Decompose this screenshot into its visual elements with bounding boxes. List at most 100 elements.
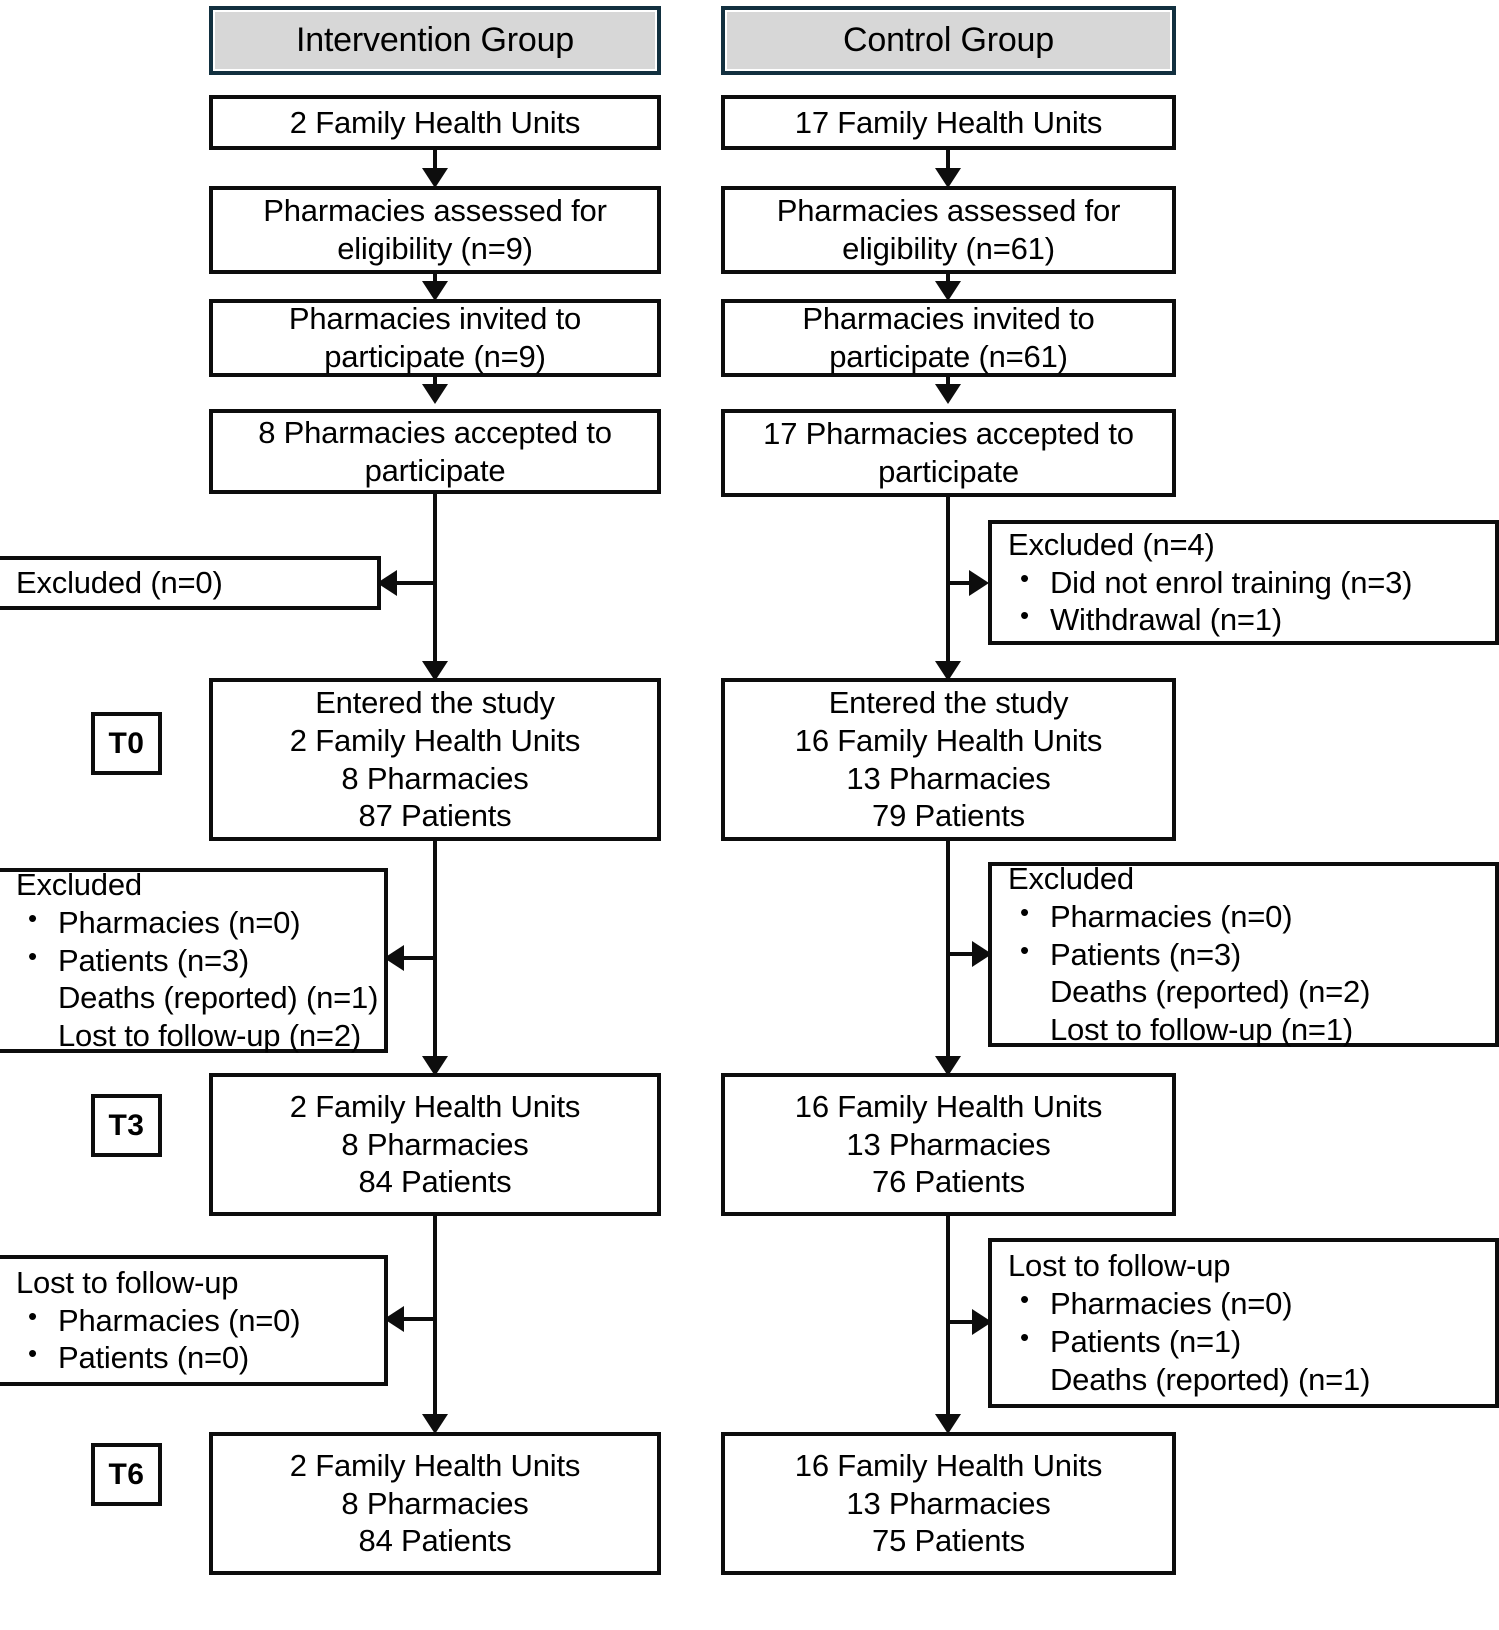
box-subline: Deaths (reported) (n=1): [1050, 1361, 1371, 1397]
arrow-ctl-to-t6: [935, 1414, 961, 1434]
arrow-int-1: [422, 168, 448, 188]
box-text: eligibility (n=9): [337, 231, 533, 266]
arrow-int-excluded-t0: [384, 945, 404, 971]
box-text: 8 Pharmacies accepted to: [258, 414, 612, 450]
connector-ctl-t0-t3: [946, 841, 950, 1073]
box-text: 84 Patients: [358, 1164, 512, 1200]
box-text: 8 Pharmacies: [341, 760, 529, 796]
box-text: Lost to follow-up: [16, 1264, 239, 1300]
box-text: participate: [878, 454, 1019, 489]
connector-ctl-1: [946, 150, 950, 174]
arrow-ctl-to-t0: [935, 661, 961, 681]
arrow-ctl-1: [935, 168, 961, 188]
intervention-family-health-units-box: 2 Family Health Units: [209, 95, 661, 150]
box-text: Lost to follow-up: [1008, 1248, 1231, 1284]
box-text: eligibility (n=61): [842, 231, 1055, 266]
box-text: 8 Pharmacies: [341, 1485, 529, 1521]
control-excluded-t0-box: Excluded Pharmacies (n=0) Patients (n=3)…: [988, 861, 1499, 1048]
intervention-t6-box: 2 Family Health Units 8 Pharmacies 84 Pa…: [209, 1432, 661, 1575]
control-t6-box: 16 Family Health Units 13 Pharmacies 75 …: [721, 1432, 1176, 1575]
box-text: 75 Patients: [872, 1523, 1025, 1559]
box-text: 13 Pharmacies: [846, 1126, 1051, 1162]
arrow-ctl-2: [935, 281, 961, 301]
timepoint-tag-t6: T6: [91, 1443, 162, 1506]
box-text: participate (n=61): [829, 339, 1068, 374]
connector-ctl-lost-branch: [946, 1320, 988, 1324]
arrow-int-to-t3: [422, 1056, 448, 1076]
box-bullet: Pharmacies (n=0): [16, 1301, 301, 1340]
intervention-invited-box: Pharmacies invited to participate (n=9): [209, 299, 661, 377]
arrow-int-2: [422, 281, 448, 301]
box-text: 2 Family Health Units: [289, 104, 581, 140]
box-bullet: Patients (n=3): [16, 941, 249, 980]
box-text: 2 Family Health Units: [289, 1447, 581, 1483]
box-text: 79 Patients: [872, 798, 1025, 834]
arrow-int-lost: [384, 1306, 404, 1332]
intervention-lost-followup-box: Lost to follow-up Pharmacies (n=0) Patie…: [0, 1255, 388, 1386]
control-t0-box: Entered the study 16 Family Health Units…: [721, 678, 1176, 841]
control-accepted-box: 17 Pharmacies accepted to participate: [721, 409, 1176, 497]
arrow-ctl-3: [935, 384, 961, 404]
arrow-int-3: [422, 384, 448, 404]
connector-int-spine: [433, 494, 437, 678]
arrow-int-to-t6: [422, 1414, 448, 1434]
timepoint-label: T3: [108, 1108, 145, 1142]
control-lost-followup-box: Lost to follow-up Pharmacies (n=0) Patie…: [988, 1238, 1499, 1408]
box-text: Excluded (n=4): [1008, 526, 1215, 562]
connector-ctl-spine: [946, 497, 950, 678]
intervention-header-label: Intervention Group: [295, 20, 574, 59]
intervention-t0-box: Entered the study 2 Family Health Units …: [209, 678, 661, 841]
box-text: 87 Patients: [358, 798, 512, 834]
connector-int-t3-t6: [433, 1216, 437, 1431]
intervention-excluded-initial-box: Excluded (n=0): [0, 556, 381, 610]
box-text: Entered the study: [315, 684, 555, 720]
box-text: 16 Family Health Units: [794, 1088, 1103, 1124]
control-invited-box: Pharmacies invited to participate (n=61): [721, 299, 1176, 377]
box-bullet: Withdrawal (n=1): [1008, 600, 1282, 639]
arrow-int-excluded: [377, 570, 397, 596]
box-text: Pharmacies assessed for: [263, 193, 607, 229]
control-assessed-box: Pharmacies assessed for eligibility (n=6…: [721, 186, 1176, 274]
box-text: Entered the study: [828, 684, 1069, 720]
box-text: 17 Family Health Units: [794, 104, 1103, 140]
box-bullet: Pharmacies (n=0): [16, 903, 301, 942]
intervention-accepted-box: 8 Pharmacies accepted to participate: [209, 409, 661, 494]
box-text: 17 Pharmacies accepted to: [763, 416, 1134, 452]
box-subline: Deaths (reported) (n=2): [1050, 974, 1371, 1010]
box-text: Excluded: [16, 866, 142, 902]
box-text: Excluded (n=0): [16, 565, 223, 601]
arrow-ctl-excluded-t0: [972, 941, 992, 967]
box-bullet: Did not enrol training (n=3): [1008, 563, 1413, 602]
box-text: Pharmacies assessed for: [776, 193, 1121, 229]
timepoint-label: T6: [108, 1457, 145, 1491]
box-text: 13 Pharmacies: [846, 760, 1051, 796]
box-text: 2 Family Health Units: [289, 722, 581, 758]
timepoint-label: T0: [108, 726, 145, 760]
control-header-label: Control Group: [843, 20, 1054, 59]
control-t3-box: 16 Family Health Units 13 Pharmacies 76 …: [721, 1073, 1176, 1216]
timepoint-tag-t0: T0: [91, 712, 162, 775]
box-bullet: Patients (n=1): [1008, 1322, 1241, 1361]
box-text: 16 Family Health Units: [794, 722, 1103, 758]
box-text: participate: [364, 452, 506, 488]
box-text: 16 Family Health Units: [794, 1447, 1103, 1483]
column-header-intervention: Intervention Group: [209, 6, 661, 75]
connector-int-1: [433, 150, 437, 174]
box-text: 8 Pharmacies: [341, 1126, 529, 1162]
connector-ctl-excluded-t0-branch: [946, 952, 988, 956]
arrow-ctl-to-t3: [935, 1056, 961, 1076]
intervention-t3-box: 2 Family Health Units 8 Pharmacies 84 Pa…: [209, 1073, 661, 1216]
column-header-control: Control Group: [721, 6, 1176, 75]
control-excluded-initial-box: Excluded (n=4) Did not enrol training (n…: [988, 520, 1499, 645]
box-subline: Lost to follow-up (n=1): [1050, 1012, 1353, 1048]
control-family-health-units-box: 17 Family Health Units: [721, 95, 1176, 150]
box-bullet: Pharmacies (n=0): [1008, 1284, 1293, 1323]
box-text: 13 Pharmacies: [846, 1485, 1051, 1521]
box-text: Pharmacies invited to: [288, 301, 582, 337]
box-bullet: Patients (n=0): [16, 1338, 249, 1377]
arrow-ctl-excluded: [969, 570, 989, 596]
connector-int-lost-branch: [400, 1317, 435, 1321]
connector-int-excluded-t0-branch: [400, 956, 435, 960]
connector-ctl-excluded-branch: [946, 581, 985, 585]
